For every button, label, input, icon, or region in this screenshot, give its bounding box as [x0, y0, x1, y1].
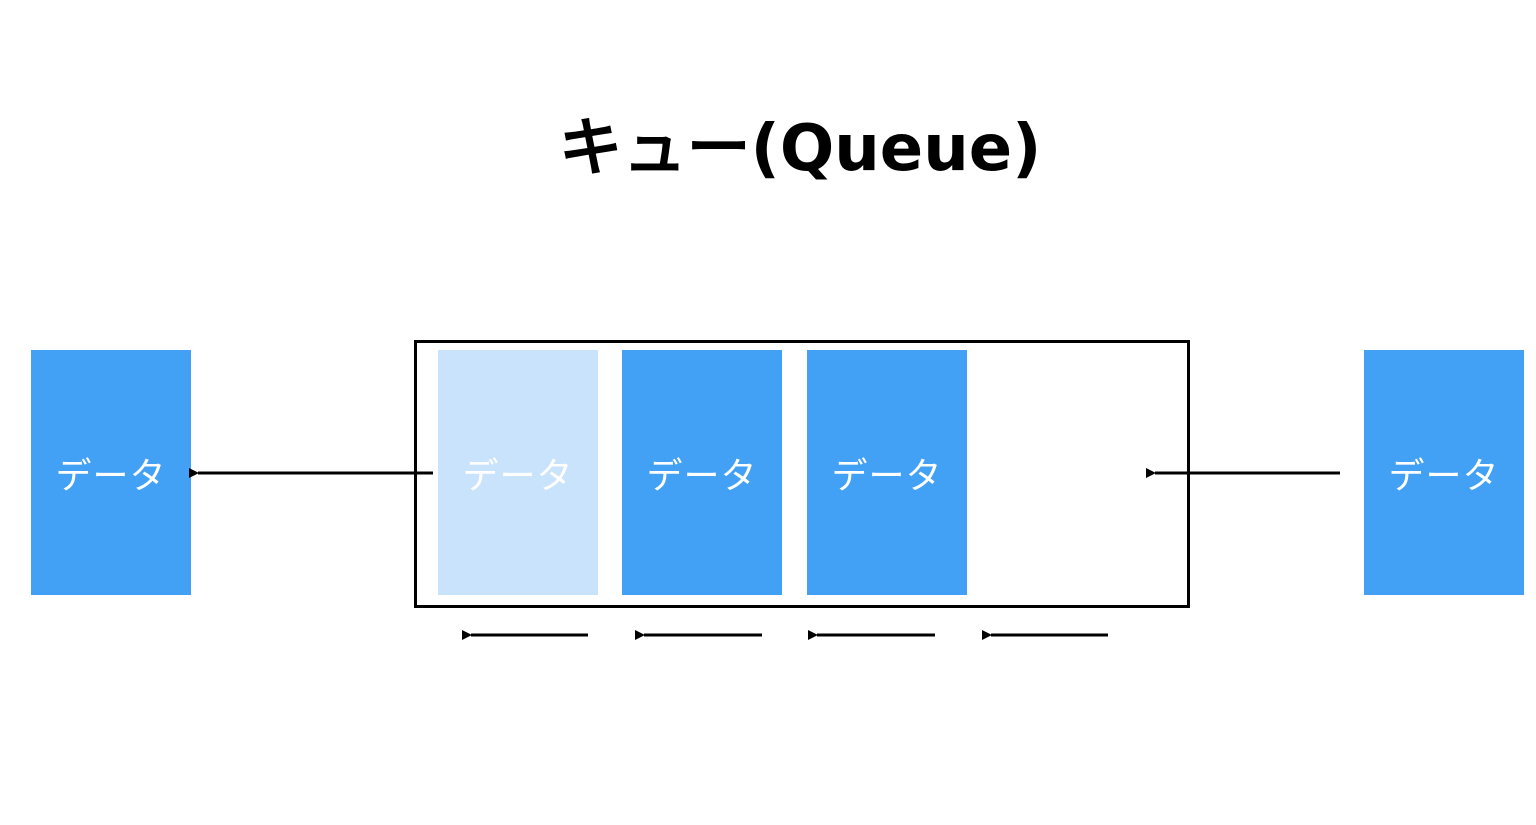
queue-slot-2: データ	[622, 350, 782, 595]
dequeued-data-label: データ	[55, 455, 167, 497]
diagram-title: キュー(Queue)	[558, 112, 1042, 186]
incoming-data-block: データ	[1364, 350, 1524, 595]
queue-slot-3-label: データ	[831, 455, 943, 497]
queue-slot-1-label: データ	[462, 455, 574, 497]
queue-slot-2-label: データ	[646, 455, 758, 497]
dequeued-data-block: データ	[31, 350, 191, 595]
incoming-data-label: データ	[1388, 455, 1500, 497]
queue-slot-1-leaving: データ	[438, 350, 598, 595]
queue-slot-3: データ	[807, 350, 967, 595]
